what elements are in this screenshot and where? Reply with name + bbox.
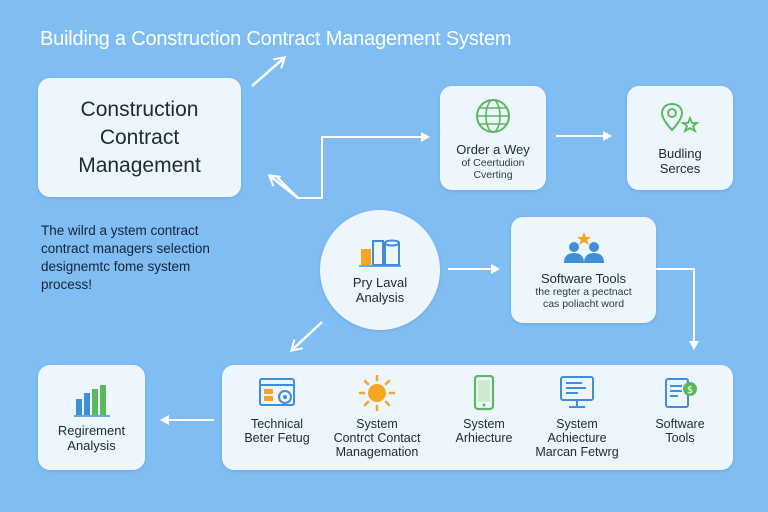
node-requirement-title: Regirement <box>57 422 126 438</box>
node-software-tools-sub-1: the regter a pectnact <box>535 285 632 298</box>
users-star-icon <box>563 231 604 263</box>
diagram-title: Building a Construction Contract Managem… <box>40 28 512 50</box>
document-dollar-icon: $ <box>665 378 697 408</box>
node-building-sub-1: Serces <box>659 161 701 176</box>
arrow-back-to-main <box>267 174 299 199</box>
step-system-architecture-line-1: System <box>463 417 505 431</box>
node-order-sub-1: of Ceertudion <box>461 156 525 169</box>
node-building-title: Budling <box>658 146 702 161</box>
main-node-line-3: Management <box>78 153 201 177</box>
description-line-4: process! <box>41 277 93 292</box>
node-order-title: Order a Wey <box>456 141 530 157</box>
description-line-2: contract managers selection <box>41 241 210 256</box>
main-node-line-2: Contract <box>99 125 180 149</box>
description-line-1: The wilrd a ystem contract <box>41 223 199 238</box>
arrow-main-up <box>251 56 287 87</box>
step-contract-management-line-3: Managemation <box>335 445 419 459</box>
arrow-main-to-order <box>275 132 430 199</box>
step-technical-line-1: Technical <box>250 417 304 431</box>
bar-chart-icon <box>73 384 110 417</box>
node-order: Order a Wey of Ceertudion Cverting <box>440 86 546 190</box>
main-node-line-1: Construction <box>80 97 199 121</box>
node-software-tools-title: Software Tools <box>540 270 627 286</box>
node-software-tools-sub-2: cas poliacht word <box>542 297 625 310</box>
monitor-icon <box>560 376 594 408</box>
main-node-contract-management: Construction Contract Management <box>38 78 241 197</box>
mobile-icon <box>473 375 495 411</box>
node-analysis-sub-1: Analysis <box>355 290 405 305</box>
step-system-architecture-network-line-3: Marcan Fetwrg <box>535 445 619 459</box>
step-software-tools: $ Software Tools <box>630 375 730 445</box>
sun-icon <box>358 375 396 411</box>
svg-text:$: $ <box>687 385 693 396</box>
step-contract-management: System Contrct Contact Managemation <box>327 375 427 459</box>
step-system-architecture-line-2: Arhiecture <box>455 431 513 445</box>
step-technical-line-2: Beter Fetug <box>244 431 310 445</box>
arrow-analysis-down <box>289 321 323 353</box>
step-software-tools-line-2: Tools <box>665 431 695 445</box>
description-line-3: designemtc fome system <box>41 259 191 274</box>
location-pin-star-icon <box>660 102 700 134</box>
node-analysis: Pry Laval Analysis <box>320 210 440 330</box>
node-order-sub-2: Cverting <box>473 168 513 181</box>
globe-icon <box>476 98 510 133</box>
node-analysis-title: Pry Laval <box>352 275 408 290</box>
step-system-architecture-network-line-2: Achiecture <box>547 431 607 445</box>
chart-cylinder-icon <box>359 239 401 267</box>
arrow-tools-to-panel <box>656 268 699 350</box>
step-contract-management-line-1: System <box>356 417 398 431</box>
step-technical: Technical Beter Fetug <box>227 375 327 445</box>
dashboard-icon <box>259 378 295 406</box>
node-building: Budling Serces <box>627 86 733 190</box>
step-system-architecture-network: System Achiecture Marcan Fetwrg <box>527 375 627 459</box>
node-requirement: Regirement Analysis <box>38 365 145 470</box>
step-system-architecture-network-line-1: System <box>556 417 598 431</box>
description-text: The wilrd a ystem contract contract mana… <box>41 222 241 294</box>
step-system-architecture: System Arhiecture <box>434 375 534 445</box>
node-software-tools: Software Tools the regter a pectnact cas… <box>511 217 656 323</box>
node-requirement-sub-1: Analysis <box>67 437 116 453</box>
step-software-tools-line-1: Software <box>655 417 705 431</box>
step-contract-management-line-2: Contrct Contact <box>333 431 421 445</box>
process-steps-panel: Technical Beter Fetug System Contrct Con… <box>222 365 733 470</box>
